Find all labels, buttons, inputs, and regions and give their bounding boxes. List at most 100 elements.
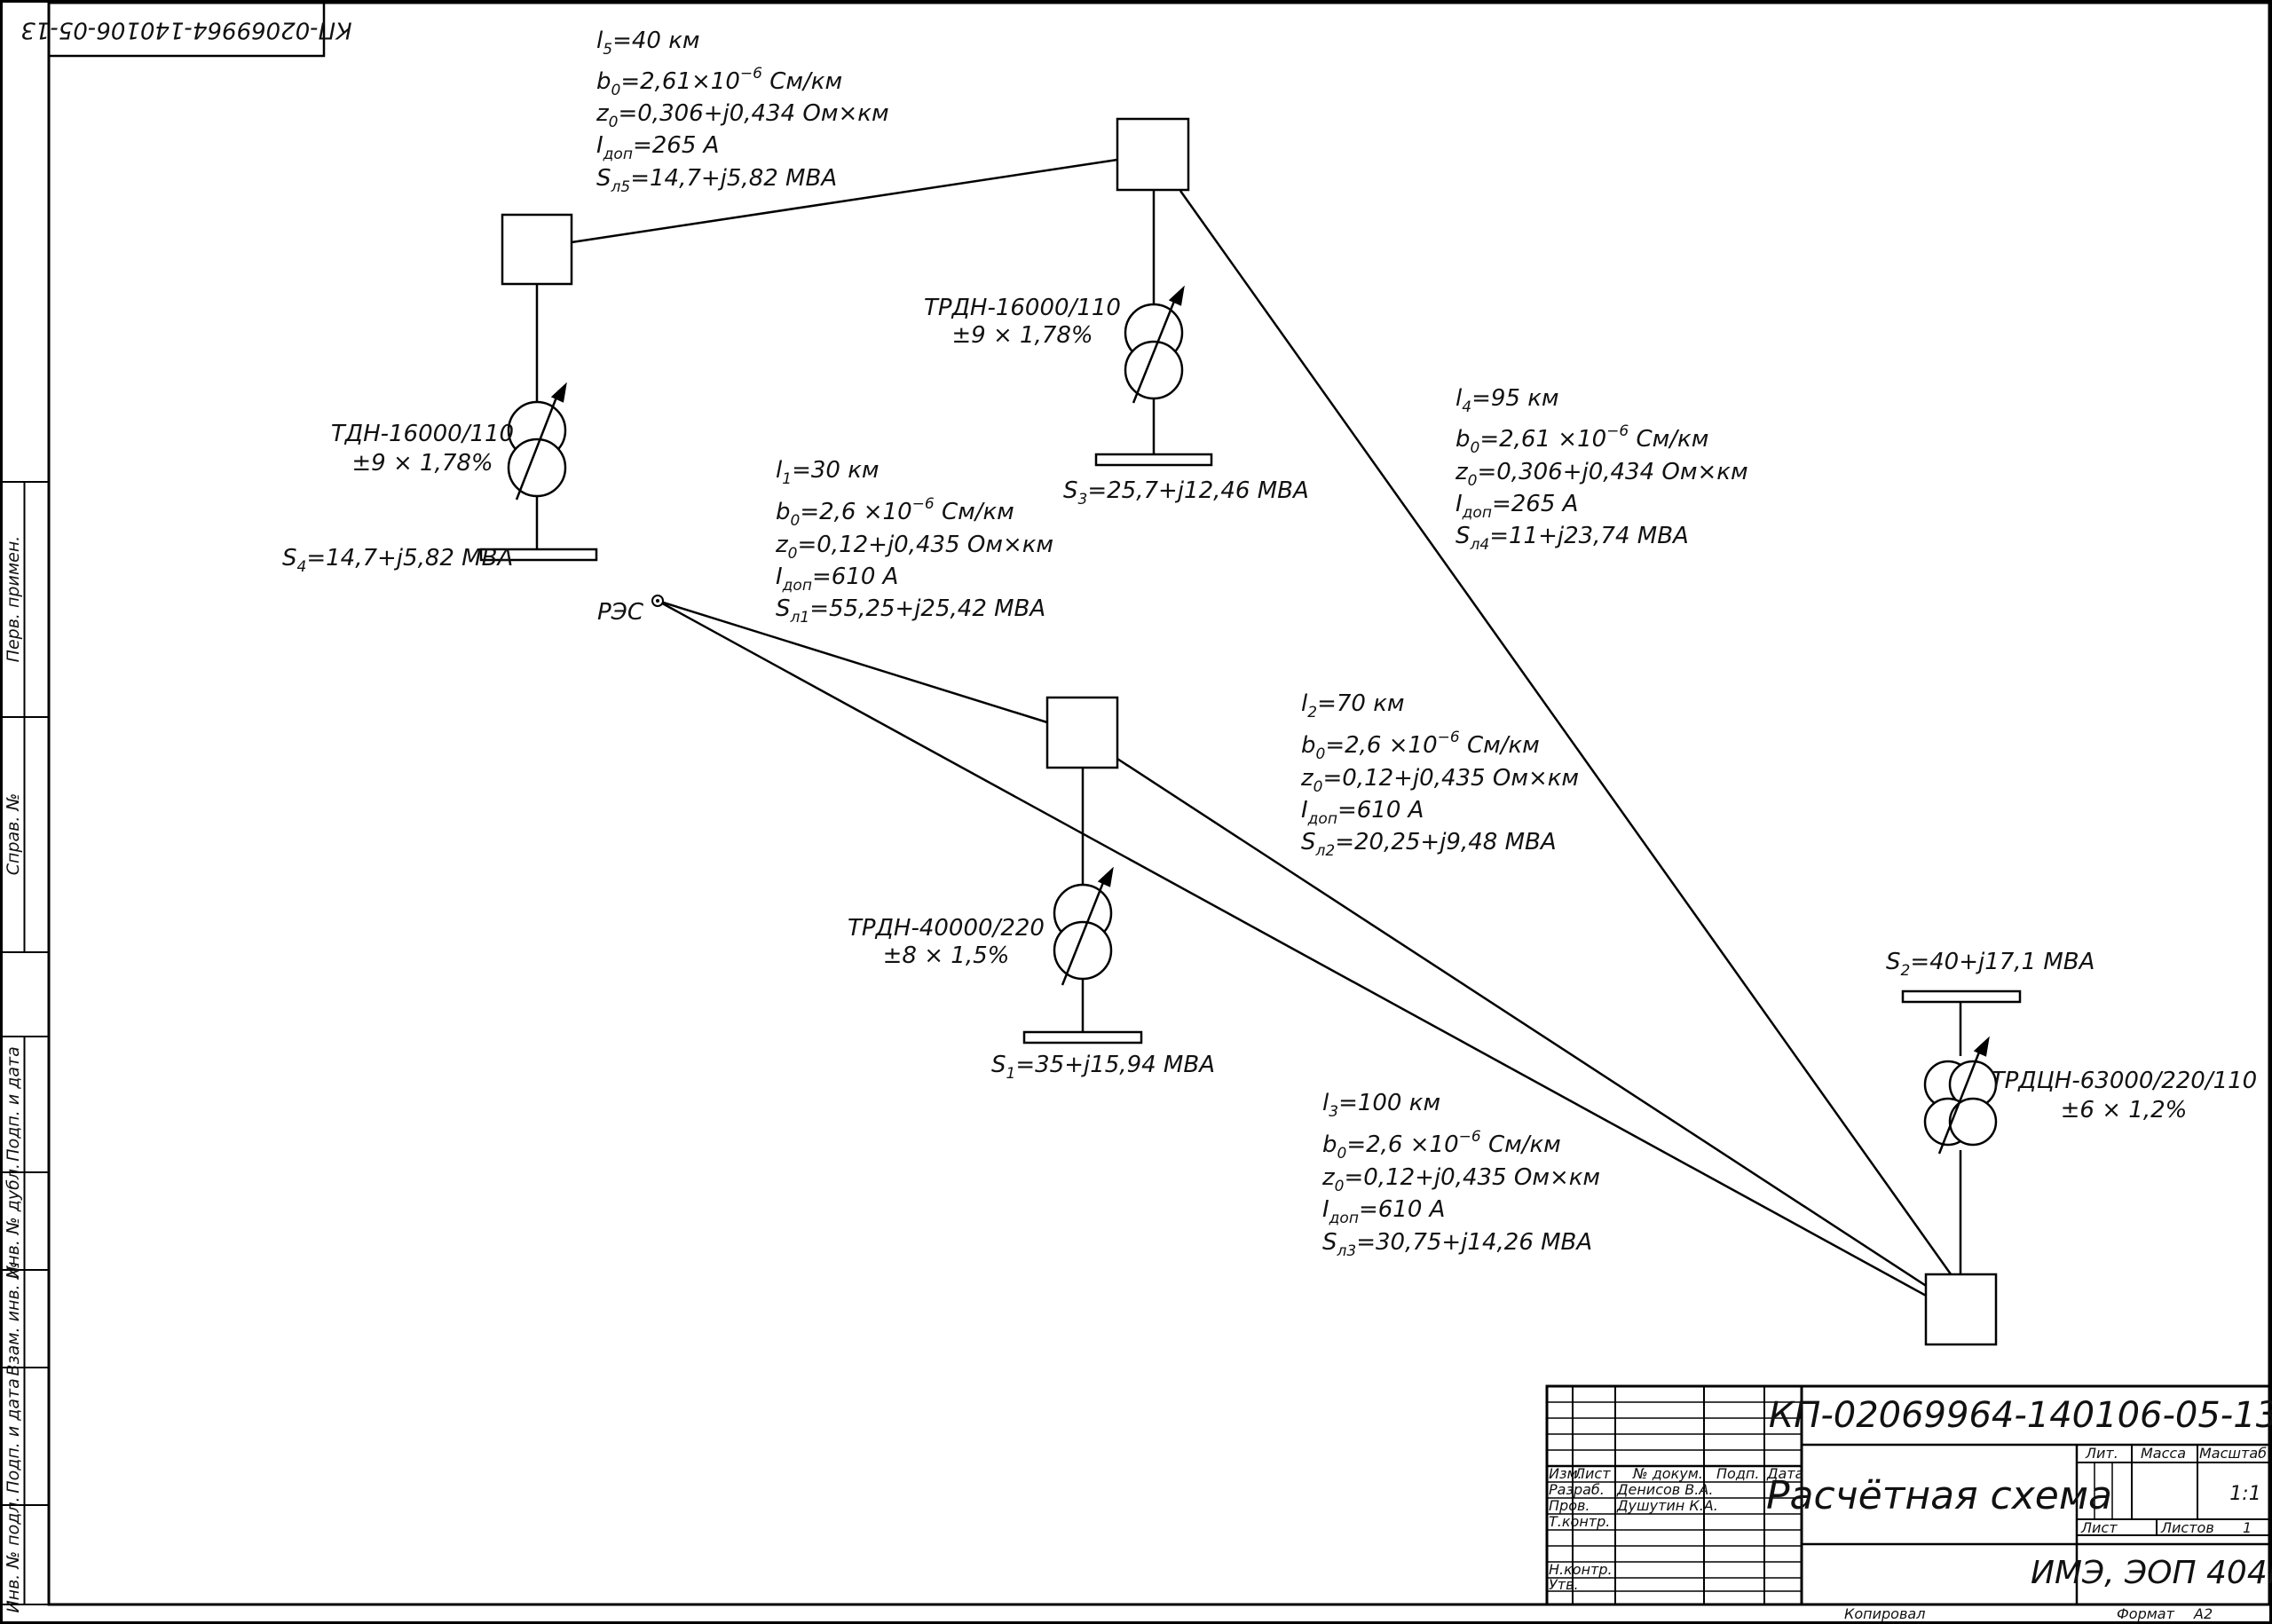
side-label: Справ. № (4, 793, 23, 875)
transformer-t4-icon (507, 284, 567, 549)
svg-text:Н.контр.: Н.контр. (1549, 1561, 1613, 1578)
organization: ИМЭ, ЭОП 404гр, (2031, 1555, 2272, 1591)
transformer-t4-name: ТДН-16000/110 (331, 421, 514, 447)
substation-3 (1116, 117, 1190, 192)
side-label: Подп. и дата (4, 1046, 23, 1161)
side-label: Перв. примен. (4, 536, 23, 663)
source-label: РЭС (597, 599, 644, 626)
format-label: Формат (2117, 1605, 2175, 1622)
svg-text:Листов: Листов (2160, 1519, 2214, 1536)
drawing-title: Расчётная схема (1766, 1473, 2112, 1518)
svg-text:Утв.: Утв. (1549, 1576, 1579, 1593)
load-bus-s3 (1094, 453, 1213, 467)
transformer-t3-icon (1124, 190, 1185, 454)
svg-text:Душутин К.А.: Душутин К.А. (1616, 1497, 1718, 1514)
svg-text:b0=2,6 ×10−6 См/км: b0=2,6 ×10−6 См/км (776, 495, 1014, 530)
stamp-code: КП-02069964-140106-05-13 (20, 17, 351, 43)
svg-text:Sл1=55,25+j25,42 МВА: Sл1=55,25+j25,42 МВА (776, 595, 1045, 627)
svg-text:l4=95 км: l4=95 км (1456, 385, 1559, 416)
svg-text:Разраб.: Разраб. (1549, 1481, 1605, 1498)
svg-text:Iдоп=610 А: Iдоп=610 А (776, 564, 898, 595)
line-l4-params: l4=95 км b0=2,61 ×10−6 См/км z0=0,306+j0… (1455, 385, 1748, 554)
side-label: Подп. и дата (4, 1378, 23, 1493)
load-bus-s4 (479, 548, 598, 562)
transformer-t3-tap: ±9 × 1,78% (951, 322, 1093, 349)
svg-text:l5=40 км: l5=40 км (596, 28, 700, 59)
svg-text:Лит.: Лит. (2085, 1445, 2118, 1462)
line-l2 (1116, 757, 1931, 1290)
transformer-t2-name: ТРДЦН-63000/220/110 (1991, 1068, 2257, 1094)
svg-text:Денисов В.А.: Денисов В.А. (1616, 1481, 1713, 1498)
svg-text:Лист: Лист (1574, 1465, 1611, 1482)
title-block: Изм. Лист № докум. Подп. Дата Разраб. Де… (1545, 1384, 2272, 1606)
svg-text:Пров.: Пров. (1549, 1497, 1590, 1514)
svg-text:b0=2,61×10−6 См/км: b0=2,61×10−6 См/км (596, 65, 842, 99)
side-label: Взам. инв. № (4, 1261, 23, 1376)
svg-text:Лист: Лист (2080, 1519, 2118, 1536)
svg-text:Sл2=20,25+j9,48 МВА: Sл2=20,25+j9,48 МВА (1301, 829, 1557, 860)
svg-text:b0=2,6 ×10−6 См/км: b0=2,6 ×10−6 См/км (1301, 729, 1540, 763)
stamp-top-left: КП-02069964-140106-05-13 (20, 1, 352, 58)
transformer-t1-tap: ±8 × 1,5% (883, 942, 1010, 969)
transformer-t4-tap: ±9 × 1,78% (351, 450, 493, 477)
side-label: Инв. № дубл. (4, 1163, 23, 1279)
svg-text:Масса: Масса (2141, 1445, 2186, 1462)
svg-text:Дата: Дата (1766, 1465, 1803, 1482)
line-l1-params: l1=30 км b0=2,6 ×10−6 См/км z0=0,12+j0,4… (775, 457, 1053, 627)
substation-2 (1924, 1273, 1998, 1346)
line-l3 (657, 599, 1929, 1298)
svg-text:z0=0,306+j0,434 Ом×км: z0=0,306+j0,434 Ом×км (596, 100, 889, 131)
transformer-t1-icon (1053, 768, 1114, 1032)
kopiroval-label: Копировал (1844, 1605, 1925, 1622)
svg-text:Подп.: Подп. (1716, 1465, 1759, 1482)
svg-text:1: 1 (2243, 1519, 2252, 1536)
line-l2-params: l2=70 км b0=2,6 ×10−6 См/км z0=0,12+j0,4… (1300, 690, 1579, 860)
svg-text:b0=2,61 ×10−6 См/км: b0=2,61 ×10−6 См/км (1456, 422, 1708, 457)
format-value: А2 (2193, 1605, 2213, 1622)
svg-text:Sл5=14,7+j5,82 МВА: Sл5=14,7+j5,82 МВА (596, 165, 837, 196)
line-l1 (657, 599, 1048, 724)
svg-text:b0=2,6 ×10−6 См/км: b0=2,6 ×10−6 См/км (1322, 1128, 1561, 1163)
transformer-t2-tap: ±6 × 1,2% (2061, 1097, 2188, 1123)
svg-text:z0=0,12+j0,435 Ом×км: z0=0,12+j0,435 Ом×км (1321, 1164, 1600, 1195)
substation-1 (1045, 696, 1119, 769)
source-node-icon (651, 595, 664, 607)
svg-text:Sл3=30,75+j14,26 МВА: Sл3=30,75+j14,26 МВА (1322, 1229, 1592, 1260)
svg-text:Iдоп=265 А: Iдоп=265 А (1456, 491, 1578, 522)
drawing-frame (47, 1, 2271, 1606)
side-label: Инв. № подл. (4, 1496, 23, 1612)
load-bus-s1 (1022, 1030, 1143, 1045)
svg-text:l2=70 км: l2=70 км (1301, 690, 1405, 721)
doc-code: КП-02069964-140106-05-13 (1769, 1395, 2272, 1436)
load-s3-label: S3=25,7+j12,46 МВА (1063, 477, 1309, 508)
line-l5 (571, 158, 1118, 244)
line-l4 (1179, 190, 1955, 1279)
svg-text:l1=30 км: l1=30 км (776, 457, 880, 488)
power-lines (571, 158, 1955, 1298)
side-strip: Перв. примен. Справ. № Подп. и дата Инв.… (0, 481, 50, 1613)
substation-4 (501, 213, 573, 286)
svg-text:l3=100 км: l3=100 км (1322, 1090, 1440, 1121)
line-l5-params: l5=40 км b0=2,61×10−6 См/км z0=0,306+j0,… (596, 28, 889, 196)
svg-text:z0=0,12+j0,435 Ом×км: z0=0,12+j0,435 Ом×км (775, 532, 1053, 563)
svg-text:Масштаб: Масштаб (2199, 1445, 2267, 1462)
svg-text:Т.контр.: Т.контр. (1549, 1513, 1610, 1530)
svg-text:Изм.: Изм. (1549, 1465, 1582, 1482)
svg-text:Iдоп=610 А: Iдоп=610 А (1301, 797, 1424, 828)
load-s1-label: S1=35+j15,94 МВА (991, 1052, 1215, 1083)
svg-text:№ докум.: № докум. (1632, 1465, 1703, 1482)
svg-text:Iдоп=610 А: Iдоп=610 А (1322, 1196, 1445, 1227)
transformer-t2-icon (1923, 1002, 1998, 1274)
load-s2-label: S2=40+j17,1 МВА (1886, 949, 2094, 980)
svg-text:1:1: 1:1 (2229, 1483, 2260, 1505)
transformer-t1-name: ТРДН-40000/220 (848, 915, 1045, 942)
load-s4-label: S4=14,7+j5,82 МВА (282, 545, 513, 576)
svg-text:z0=0,306+j0,434 Ом×км: z0=0,306+j0,434 Ом×км (1455, 459, 1748, 490)
svg-text:z0=0,12+j0,435 Ом×км: z0=0,12+j0,435 Ом×км (1300, 765, 1579, 796)
svg-text:Iдоп=265 А: Iдоп=265 А (596, 132, 719, 163)
load-bus-s2 (1901, 989, 2022, 1004)
line-l3-params: l3=100 км b0=2,6 ×10−6 См/км z0=0,12+j0,… (1321, 1090, 1600, 1260)
svg-text:Sл4=11+j23,74 МВА: Sл4=11+j23,74 МВА (1456, 523, 1689, 554)
